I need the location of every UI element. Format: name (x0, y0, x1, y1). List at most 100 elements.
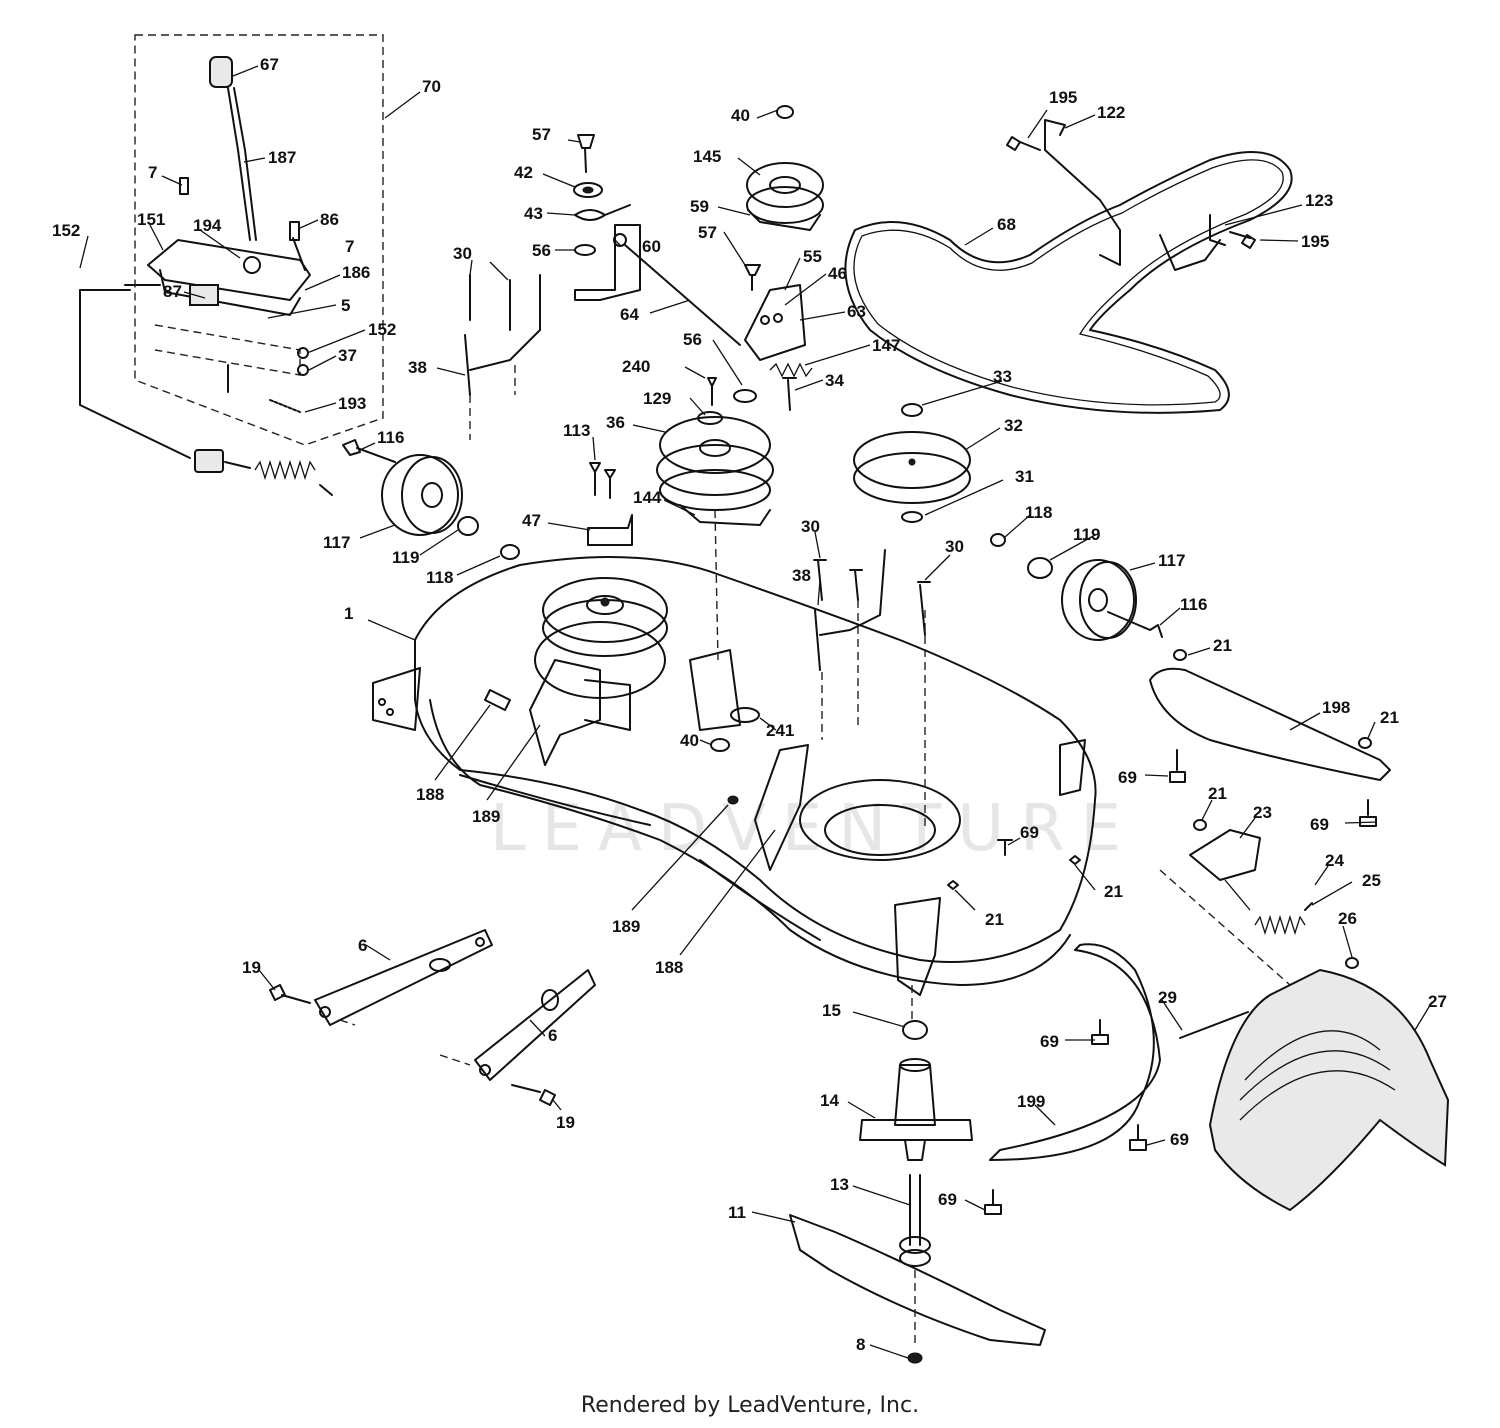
mower-deck (372, 509, 1097, 1020)
callout: 19 (242, 958, 261, 977)
callout: 14 (820, 1091, 839, 1110)
callout: 43 (524, 204, 543, 223)
callout: 21 (1208, 784, 1227, 803)
callout: 129 (643, 389, 671, 408)
callout: 31 (1015, 467, 1034, 486)
callout: 145 (693, 147, 721, 166)
callout: 193 (338, 394, 366, 413)
callout: 57 (698, 223, 717, 242)
callout: 21 (985, 910, 1004, 929)
callout-labels: 67 70 187 7 86 151 194 7 152 186 87 5 15… (52, 55, 1447, 1354)
callout: 118 (426, 568, 453, 587)
callout: 195 (1301, 232, 1329, 251)
callout: 32 (1004, 416, 1023, 435)
callout: 119 (392, 548, 419, 567)
callout: 122 (1097, 103, 1125, 122)
idler-pulley-upper (733, 105, 824, 411)
callout: 69 (1020, 823, 1039, 842)
lift-cable (79, 284, 333, 496)
callout: 69 (1310, 815, 1329, 834)
callout: 7 (148, 163, 157, 182)
callout: 40 (731, 106, 750, 125)
callout: 189 (472, 807, 500, 826)
callout: 7 (345, 237, 354, 256)
baffle-198 (1149, 649, 1391, 827)
callout: 26 (1338, 909, 1357, 928)
belt-guard-199 (989, 943, 1161, 1161)
lever-knob (209, 56, 233, 88)
callout: 27 (1428, 992, 1447, 1011)
callout: 33 (993, 367, 1012, 386)
callout: 47 (522, 511, 541, 530)
watermark: LEADVENTURE (490, 792, 1137, 866)
callout: 118 (1025, 503, 1052, 522)
callout: 5 (341, 296, 350, 315)
callout: 119 (1073, 525, 1100, 544)
hanger-arm-lower (439, 969, 596, 1106)
mower-blade (789, 1214, 1046, 1346)
callout: 46 (828, 264, 847, 283)
callout: 30 (453, 244, 472, 263)
callout: 38 (792, 566, 811, 585)
callout: 189 (612, 917, 640, 936)
callout: 30 (801, 517, 820, 536)
callout: 87 (163, 282, 182, 301)
callout: 188 (655, 958, 683, 977)
callout: 67 (260, 55, 279, 74)
callout: 199 (1017, 1092, 1045, 1111)
callout: 6 (548, 1026, 557, 1045)
callout: 147 (872, 336, 900, 355)
callout: 70 (422, 77, 441, 96)
callout: 6 (358, 936, 367, 955)
callout: 64 (620, 305, 639, 324)
drive-belt (844, 151, 1293, 414)
callout: 68 (997, 215, 1016, 234)
callout: 55 (803, 247, 822, 266)
left-stabilizer (464, 274, 541, 440)
callout: 42 (514, 163, 533, 182)
callout: 24 (1325, 851, 1344, 870)
callout: 38 (408, 358, 427, 377)
latch-block (189, 284, 219, 306)
callout: 60 (642, 237, 661, 256)
callout: 37 (338, 346, 357, 365)
gauge-wheel-right (990, 533, 1163, 641)
callout: 21 (1213, 636, 1232, 655)
callout: 240 (622, 357, 650, 376)
callout: 186 (342, 263, 370, 282)
callout: 8 (856, 1335, 865, 1354)
callout: 116 (1180, 595, 1207, 614)
callout: 13 (830, 1175, 849, 1194)
belt-guide (1006, 119, 1256, 271)
callout: 152 (368, 320, 396, 339)
callout: 56 (683, 330, 702, 349)
callout: 188 (416, 785, 444, 804)
hanger-arm-upper (269, 929, 493, 1026)
callout: 11 (728, 1203, 746, 1222)
callout: 19 (556, 1113, 575, 1132)
callout: 117 (1158, 551, 1185, 570)
deck-hardware (813, 559, 1081, 1215)
spindle-pulley-32 (853, 403, 971, 523)
callout: 113 (563, 421, 590, 440)
callout: 241 (766, 721, 794, 740)
callout: 57 (532, 125, 551, 144)
callout: 117 (323, 533, 350, 552)
callout: 69 (1170, 1130, 1189, 1149)
callout: 195 (1049, 88, 1077, 107)
callout: 21 (1104, 882, 1123, 901)
gauge-wheel-left (342, 439, 520, 560)
callout: 198 (1322, 698, 1350, 717)
callout: 56 (532, 241, 551, 260)
callout: 86 (320, 210, 339, 229)
bracket-47 (587, 462, 633, 546)
callout: 40 (680, 731, 699, 750)
callout: 25 (1362, 871, 1381, 890)
chute-bracket (1159, 819, 1313, 986)
callout: 15 (822, 1001, 841, 1020)
callout: 59 (690, 197, 709, 216)
callout: 21 (1380, 708, 1399, 727)
blade-bolt (907, 1270, 923, 1364)
idler-pulley-36 (656, 377, 774, 526)
